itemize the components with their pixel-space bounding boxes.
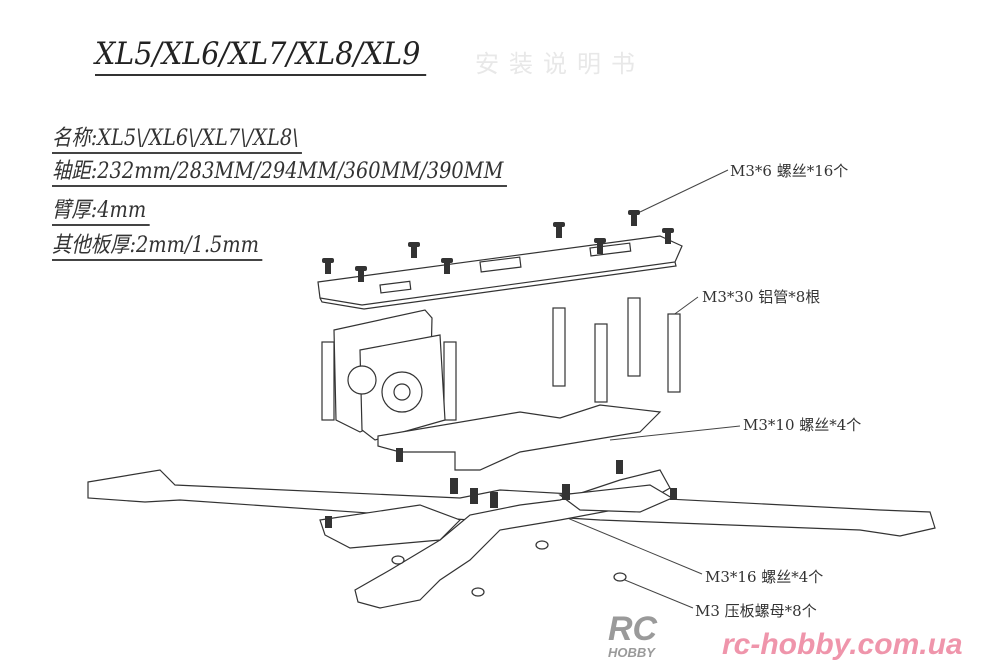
spec-arm-thickness: 臂厚:4mm xyxy=(52,192,150,226)
spec-name: 名称:XL5\/XL6\/XL7\/XL8\ xyxy=(52,120,303,154)
diagram-title: XL5/XL6/XL7/XL8/XL9 xyxy=(95,36,426,76)
camera-side-plates xyxy=(333,309,446,441)
faded-subtitle: 安装说明书 xyxy=(475,50,645,78)
m3x30-standoffs xyxy=(321,297,681,421)
leader-lines xyxy=(499,169,741,609)
label-m3x10-screws: M3*10 螺丝*4个 xyxy=(743,416,862,434)
rc-hobby-logo: RC HOBBY xyxy=(608,612,688,662)
logo-hobby-text: HOBBY xyxy=(608,645,655,660)
spec-wheelbase: 轴距:232mm/283MM/294MM/360MM/390MM xyxy=(52,153,507,187)
main-frame-arms xyxy=(87,469,936,609)
m3-nuts xyxy=(391,540,627,597)
watermark-site: rc-hobby.com.ua xyxy=(722,628,963,661)
label-m3x30-standoffs: M3*30 铝管*8根 xyxy=(702,288,821,306)
m3x6-screws xyxy=(322,210,674,282)
logo-rc-text: RC xyxy=(608,610,658,648)
m3x16-screws xyxy=(325,448,677,528)
label-m3-nuts: M3 压板螺母*8个 xyxy=(695,602,817,620)
label-m3x6-screws: M3*6 螺丝*16个 xyxy=(730,162,849,180)
spec-plate-thickness: 其他板厚:2mm/1.5mm xyxy=(52,227,263,261)
top-plate xyxy=(317,235,683,310)
label-m3x16-screws: M3*16 螺丝*4个 xyxy=(705,568,824,586)
